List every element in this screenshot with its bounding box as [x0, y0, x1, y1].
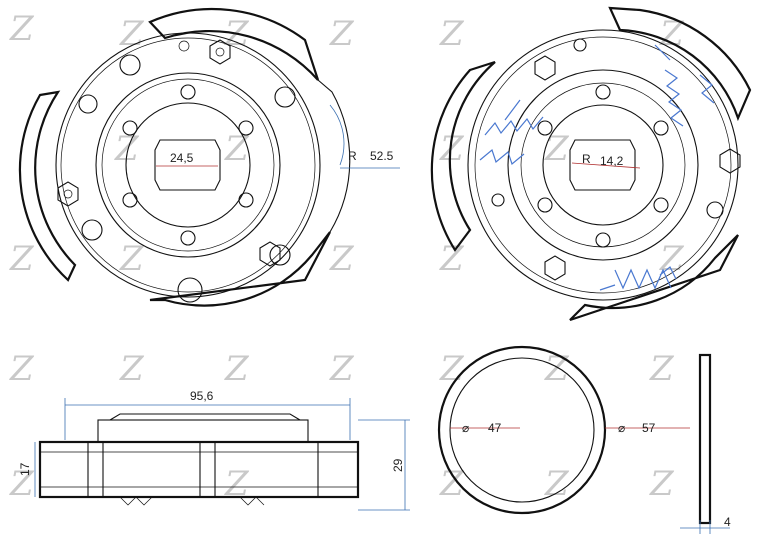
ring-inner-diameter-value: 47	[488, 421, 502, 435]
hub-bolt-hole	[238, 120, 254, 136]
rear-hub-bolt-hole	[653, 120, 669, 136]
watermark-logo: Z	[439, 349, 465, 389]
rear-radius-dimension-line	[571, 162, 641, 169]
watermark-logo: Z	[224, 129, 250, 169]
plate-hole	[81, 219, 103, 241]
hub-bolt-hole	[180, 84, 196, 100]
ring-inner-circle	[449, 357, 595, 503]
ring-outer-circle	[437, 345, 607, 515]
ring-inner-diameter-symbol: ⌀	[462, 421, 469, 435]
small-hole	[178, 40, 190, 52]
front-view: 24,5 R 52.5	[18, 7, 400, 307]
watermark-logo: Z	[119, 14, 145, 54]
rear-shoe-top	[608, 6, 752, 122]
hub-width-value: 24,5	[170, 151, 194, 165]
side-diameter-value: 95,6	[190, 389, 214, 403]
watermark-logo: Z	[9, 349, 35, 389]
watermark-logo: Z	[329, 349, 355, 389]
hub-bolt-hole	[122, 120, 138, 136]
watermark-logo: Z	[119, 349, 145, 389]
clutch-shoe-top	[148, 7, 320, 81]
spring-icon-left	[479, 99, 544, 166]
rear-hub-bolt-hole	[537, 197, 553, 213]
side-top-flange	[97, 419, 309, 443]
pivot-nut-icon	[57, 181, 79, 207]
ring-view: ⌀ 47 ⌀ 57 4	[437, 345, 731, 534]
ring-outer-diameter-symbol: ⌀	[618, 421, 625, 435]
front-radius-value: 52.5	[370, 149, 394, 163]
side-total-height-value: 29	[391, 458, 405, 472]
side-inner-height-value: 17	[18, 462, 32, 476]
drive-plate-outline	[55, 32, 321, 298]
rear-hub-bolt-hole	[537, 120, 553, 136]
side-top-lip	[109, 413, 301, 421]
radius-arc-marker	[329, 104, 345, 166]
rear-shoe-bottom	[569, 234, 739, 322]
plate-hole	[78, 94, 98, 114]
side-view: 95,6 17 29	[18, 389, 410, 511]
watermark-logo: Z	[329, 14, 355, 54]
hub-ring-inner	[125, 102, 251, 228]
clutch-shoe-right-edge	[317, 79, 351, 233]
hub-bolt-hole	[180, 230, 196, 246]
pivot-nut-center	[215, 47, 225, 57]
watermark-logo: Z	[114, 129, 140, 169]
hub-ring-mid	[101, 78, 275, 252]
rear-radius-prefix: R	[582, 152, 591, 166]
pivot-nut-icon	[259, 241, 281, 267]
rear-pivot-nut-icon	[534, 55, 556, 81]
rear-hub-bolt-hole	[595, 84, 611, 100]
watermark-logo: Z	[649, 349, 675, 389]
rear-small-hole	[573, 38, 587, 52]
pivot-nut-icon	[209, 39, 231, 65]
plate-hole	[119, 54, 141, 76]
rear-center-hub-hole	[569, 139, 636, 191]
watermark-logo: Z	[544, 464, 570, 504]
watermark-group: Z Z Z Z Z Z Z Z Z Z Z Z Z Z Z Z Z Z Z Z …	[9, 9, 685, 504]
watermark-logo: Z	[9, 464, 35, 504]
rear-pivot-nut-icon	[544, 255, 566, 281]
spring-icon-top	[654, 44, 715, 127]
rear-small-hole	[491, 193, 505, 207]
rear-shoe-left	[430, 60, 496, 252]
rear-small-hole	[706, 201, 724, 219]
plate-hole	[177, 277, 203, 303]
rear-hub-ring-inner	[542, 104, 664, 226]
watermark-logo: Z	[329, 239, 355, 279]
hub-bolt-hole	[122, 192, 138, 208]
ring-edge-view	[698, 353, 712, 525]
rear-plate-outline	[467, 29, 739, 301]
hub-bolt-hole	[238, 192, 254, 208]
rear-radius-value: 14,2	[600, 154, 624, 168]
side-spring-detail	[119, 496, 265, 506]
front-radius-prefix: R	[348, 149, 357, 163]
ring-outer-diameter-value: 57	[642, 421, 656, 435]
watermark-logo: Z	[544, 129, 570, 169]
drive-plate-inner-edge	[60, 37, 316, 293]
watermark-logo: Z	[224, 349, 250, 389]
rear-pivot-nut-icon	[719, 148, 741, 174]
clutch-shoe-bottom	[149, 231, 331, 307]
ring-thickness-value: 4	[724, 515, 731, 529]
watermark-logo: Z	[439, 464, 465, 504]
rear-plate-inner-edge	[474, 36, 732, 294]
plate-hole	[274, 86, 296, 108]
rear-hub-ring-outer	[507, 69, 699, 261]
clutch-shoe-left	[18, 90, 77, 282]
rear-view: R 14,2	[430, 6, 752, 322]
center-hub-hole	[154, 139, 221, 191]
watermark-logo: Z	[9, 9, 35, 49]
watermark-logo: Z	[439, 14, 465, 54]
watermark-logo: Z	[9, 239, 35, 279]
watermark-logo: Z	[119, 239, 145, 279]
watermark-logo: Z	[649, 464, 675, 504]
rear-hub-bolt-hole	[653, 197, 669, 213]
spring-icon-bottom	[599, 266, 677, 291]
hub-ring-outer	[95, 72, 281, 258]
pivot-nut-center	[63, 189, 73, 199]
plate-hole	[269, 244, 291, 266]
rear-hub-bolt-hole	[595, 232, 611, 248]
